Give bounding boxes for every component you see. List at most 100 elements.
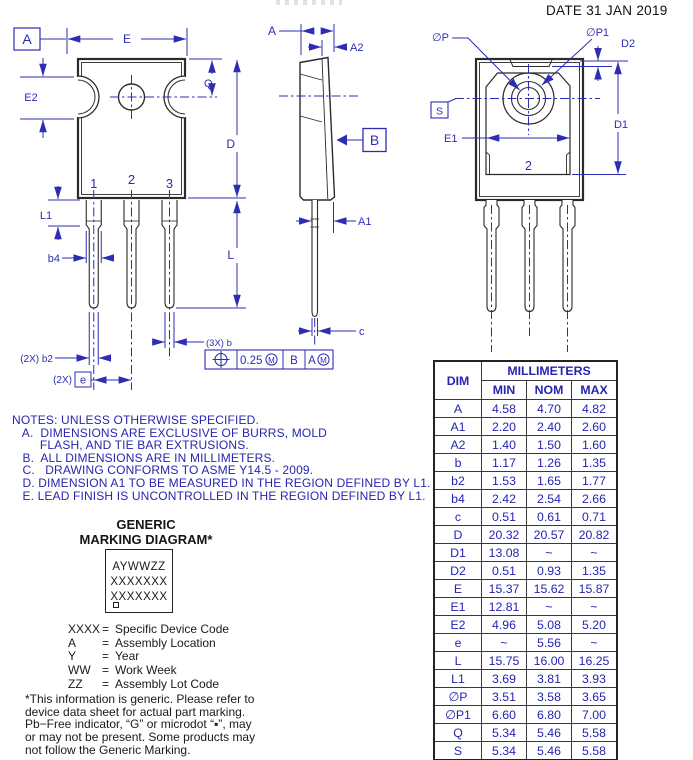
table-row: Y=Year bbox=[68, 649, 229, 663]
datum-s-box bbox=[430, 101, 449, 119]
cell-eq: = bbox=[102, 635, 110, 650]
table-row: e~5.56~ bbox=[433, 633, 618, 652]
feature-control-frame bbox=[204, 349, 334, 370]
cell-eq: = bbox=[102, 649, 110, 664]
side-view bbox=[299, 56, 336, 318]
dim-label-e-front: E bbox=[123, 32, 131, 46]
cell-term: ZZ bbox=[68, 676, 83, 691]
cell-dim: E bbox=[433, 579, 482, 598]
cell-min: 5.34 bbox=[481, 741, 527, 760]
dim-label-e-pitch-prefix: (2X) bbox=[53, 375, 72, 386]
fcf-datum-a: A bbox=[308, 355, 316, 367]
cell-max: 1.77 bbox=[571, 471, 618, 490]
list-item: A. DIMENSIONS ARE EXCLUSIVE OF BURRS, MO… bbox=[12, 425, 327, 440]
millimeters-header: MILLIMETERS bbox=[481, 360, 618, 381]
datum-b-box bbox=[362, 127, 387, 153]
cell-max: 20.82 bbox=[571, 525, 618, 544]
m-modifier-circle-icon bbox=[265, 353, 278, 366]
cell-max: 2.60 bbox=[571, 417, 618, 436]
pin-3-label: 3 bbox=[166, 176, 173, 191]
cell-max: 2.66 bbox=[571, 489, 618, 508]
cell-max: 1.35 bbox=[571, 561, 618, 580]
cell-max: 5.58 bbox=[571, 723, 618, 742]
cell-dim: e bbox=[433, 633, 482, 652]
marking-box-lines: AYWWZZ XXXXXXX XXXXXXX bbox=[106, 550, 172, 605]
cell-dim: Q bbox=[433, 723, 482, 742]
cell-nom: 16.00 bbox=[526, 651, 572, 670]
cell-max: 3.65 bbox=[571, 687, 618, 706]
list-item: AYWWZZ bbox=[112, 561, 166, 573]
m-modifier-circle-icon bbox=[317, 353, 330, 366]
cell-eq: = bbox=[102, 676, 110, 691]
position-symbol-icon bbox=[212, 351, 230, 368]
cell-min: 3.51 bbox=[481, 687, 527, 706]
cell-nom: 2.40 bbox=[526, 417, 572, 436]
left-notch bbox=[77, 75, 100, 119]
cell-max: 5.58 bbox=[571, 741, 618, 760]
cell-nom: ~ bbox=[526, 543, 572, 562]
cell-nom: 3.58 bbox=[526, 687, 572, 706]
cell-dim: b2 bbox=[433, 471, 482, 490]
cell-nom: 15.62 bbox=[526, 579, 572, 598]
cell-max: 15.87 bbox=[571, 579, 618, 598]
cell-nom: 1.50 bbox=[526, 435, 572, 454]
cell-max: 1.60 bbox=[571, 435, 618, 454]
marking-title-line1: GENERIC bbox=[116, 517, 176, 532]
dim-label-q: Q bbox=[204, 78, 213, 90]
cell-max: 5.20 bbox=[571, 615, 618, 634]
cell-nom: 3.81 bbox=[526, 669, 572, 688]
list-item: or may not be present. Some products may bbox=[25, 730, 256, 745]
cell-min: 4.58 bbox=[481, 399, 527, 418]
dim-label-c: c bbox=[359, 326, 365, 338]
table-row: XXXX=Specific Device Code bbox=[68, 622, 229, 636]
cell-max: 0.71 bbox=[571, 507, 618, 526]
cell-max: 16.25 bbox=[571, 651, 618, 670]
datum-b-label: B bbox=[370, 132, 379, 148]
datum-s-label: S bbox=[436, 106, 443, 118]
cell-min: 0.51 bbox=[481, 561, 527, 580]
cell-nom: ~ bbox=[526, 597, 572, 616]
cell-nom: 0.61 bbox=[526, 507, 572, 526]
datum-b-arrow bbox=[336, 134, 347, 146]
list-item: NOTES: UNLESS OTHERWISE SPECIFIED. bbox=[12, 413, 259, 427]
cell-dim: A2 bbox=[433, 435, 482, 454]
cell-min: 1.17 bbox=[481, 453, 527, 472]
cell-term: A bbox=[68, 635, 77, 650]
cell-min: 12.81 bbox=[481, 597, 527, 616]
dim-label-a1: A1 bbox=[358, 216, 371, 228]
cropped-text-artifact bbox=[276, 0, 342, 5]
max-column-header: MAX bbox=[571, 380, 618, 400]
cell-dim: ∅P1 bbox=[433, 705, 482, 724]
list-item: XXXXXXX bbox=[110, 591, 168, 603]
top-notch bbox=[509, 59, 553, 67]
marking-title-line2: MARKING DIAGRAM* bbox=[79, 532, 213, 547]
cell-min: 15.37 bbox=[481, 579, 527, 598]
table-row: A=Assembly Location bbox=[68, 636, 229, 650]
table-row: WW=Work Week bbox=[68, 663, 229, 677]
cell-max: 1.35 bbox=[571, 453, 618, 472]
cell-nom: 5.56 bbox=[526, 633, 572, 652]
cell-min: 0.51 bbox=[481, 507, 527, 526]
list-item: Pb−Free indicator, “G” or microdot “▪”, … bbox=[25, 717, 252, 732]
list-item: E. LEAD FINISH IS UNCONTROLLED IN THE RE… bbox=[12, 488, 426, 503]
cell-nom: 1.65 bbox=[526, 471, 572, 490]
cell-nom: 20.57 bbox=[526, 525, 572, 544]
cell-dim: A bbox=[433, 399, 482, 418]
cell-max: ~ bbox=[571, 543, 618, 562]
list-item: XXXXXXX bbox=[110, 576, 168, 588]
cell-dim: ∅P bbox=[433, 687, 482, 706]
dim-label-e-pitch: e bbox=[80, 375, 86, 387]
cell-dim: c bbox=[433, 507, 482, 526]
cell-min: 3.69 bbox=[481, 669, 527, 688]
